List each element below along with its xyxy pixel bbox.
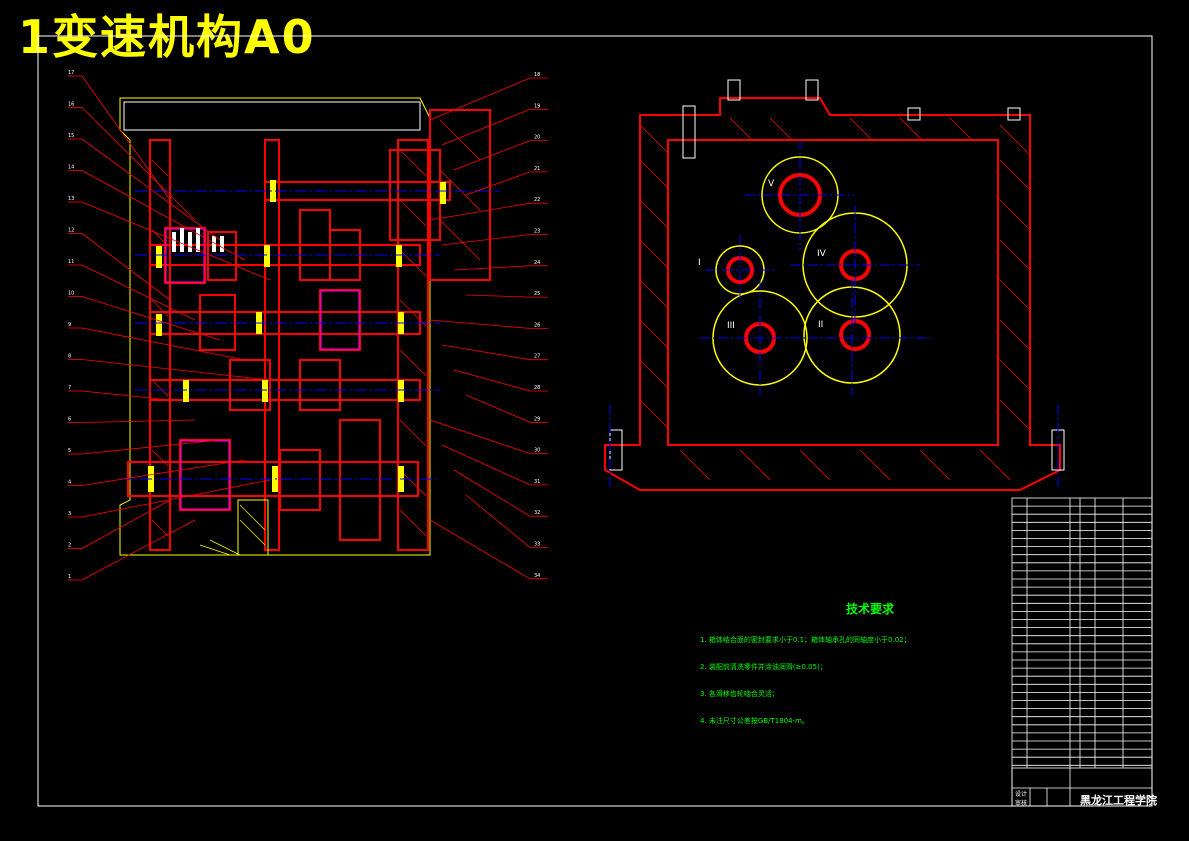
callout-number: 12 <box>68 228 74 234</box>
callout-number: 34 <box>534 573 540 579</box>
callout-number: 25 <box>534 291 540 297</box>
callout-number: 13 <box>68 196 74 202</box>
callout-number: 19 <box>534 103 540 109</box>
callout-number: 27 <box>534 354 540 360</box>
leader-line <box>81 233 171 301</box>
right-callouts: 18 19 20 21 22 23 24 25 26 27 28 29 30 31 32 33 34 <box>429 72 548 580</box>
technical-requirements: 技术要求 1. 箱体结合面的密封要求小于0.1；箱体轴承孔的同轴度小于0.02；… <box>700 600 1000 743</box>
shaft-label-v: V <box>768 179 775 189</box>
tech-item: 3. 各滑移齿轮啮合灵活； <box>700 690 779 698</box>
leader-line <box>465 494 531 548</box>
leader-line <box>453 469 531 517</box>
designer-label: 设计 <box>1015 791 1028 798</box>
shaft-label-iv: IV <box>817 249 827 259</box>
tech-item: 4. 未注尺寸公差按GB/T1804-m。 <box>700 717 809 725</box>
callout-number: 14 <box>68 165 74 171</box>
leader-line <box>81 359 271 381</box>
housing-outline <box>119 97 431 556</box>
leader-line <box>465 294 531 298</box>
leader-line <box>429 202 531 221</box>
leader-line <box>441 108 531 146</box>
leader-line <box>81 201 271 281</box>
leader-line <box>81 170 246 261</box>
leader-line <box>81 419 196 423</box>
tech-item: 2. 装配前清洗零件并涂油润滑(≥0.05)； <box>700 663 827 671</box>
housing-end-view <box>604 79 1065 491</box>
callout-number: 10 <box>68 291 74 297</box>
callout-number: 28 <box>534 385 540 391</box>
shaft-labels: V I IV III II <box>698 179 827 331</box>
leader-line <box>453 140 531 171</box>
leader-line <box>465 171 531 196</box>
callout-number: 33 <box>534 542 540 548</box>
callout-number: 1 <box>68 574 71 580</box>
leader-line <box>441 234 531 246</box>
callout-number: 3 <box>68 511 71 517</box>
review-label: 审核 <box>1015 800 1028 807</box>
callout-number: 32 <box>534 510 540 516</box>
bearings <box>148 180 446 492</box>
callout-number: 21 <box>534 166 540 172</box>
leader-line <box>81 519 196 581</box>
shaft-label-ii: II <box>818 320 823 330</box>
leader-line <box>81 75 171 201</box>
leader-line <box>441 344 531 361</box>
callout-number: 8 <box>68 354 71 360</box>
tech-heading: 技术要求 <box>845 602 894 616</box>
leader-line <box>453 265 531 271</box>
leader-line <box>81 479 271 518</box>
callout-number: 31 <box>534 479 540 485</box>
shaft-label-i: I <box>698 258 701 268</box>
end-view-gears <box>712 156 908 386</box>
callout-number: 30 <box>534 448 540 454</box>
drawing-title: 1变速机构A0 <box>18 10 316 64</box>
leader-line <box>429 77 531 121</box>
centerlines <box>120 190 500 480</box>
callout-number: 22 <box>534 197 540 203</box>
parts-list-table <box>1011 497 1153 807</box>
gearbox-section-view <box>119 97 500 556</box>
leader-line <box>81 327 246 361</box>
callout-number: 23 <box>534 229 540 235</box>
leader-line <box>429 519 531 580</box>
leader-line <box>81 138 221 241</box>
callout-number: 4 <box>68 480 71 486</box>
callout-number: 29 <box>534 416 540 422</box>
leader-line <box>81 499 171 549</box>
leader-line <box>81 459 246 486</box>
callout-number: 24 <box>534 260 540 266</box>
tech-item: 1. 箱体结合面的密封要求小于0.1；箱体轴承孔的同轴度小于0.02； <box>700 636 911 644</box>
callout-number: 2 <box>68 543 71 549</box>
leader-line <box>429 319 531 329</box>
left-callouts: 17 16 15 14 13 12 11 10 9 8 7 6 5 4 3 2 1 <box>68 70 271 581</box>
leader-line <box>453 369 531 392</box>
sheet-border <box>37 35 1153 807</box>
callout-number: 5 <box>68 448 71 454</box>
leader-line <box>441 444 531 486</box>
leader-line <box>81 296 221 341</box>
callout-number: 7 <box>68 385 71 391</box>
leader-line <box>81 107 196 221</box>
callout-number: 11 <box>68 259 74 265</box>
callout-number: 26 <box>534 322 540 328</box>
callout-number: 6 <box>68 417 71 423</box>
leader-line <box>429 419 531 454</box>
callout-number: 9 <box>68 322 71 328</box>
school-name: 黑龙江工程学院 <box>1080 794 1157 807</box>
housing-hatching <box>639 117 1029 481</box>
shaft-label-iii: III <box>727 321 735 331</box>
callout-number: 16 <box>68 102 74 108</box>
callout-number: 15 <box>68 133 74 139</box>
callout-number: 18 <box>534 72 540 78</box>
leader-line <box>81 390 171 401</box>
leader-line <box>81 264 196 321</box>
callout-number: 20 <box>534 135 540 141</box>
housing-body <box>604 97 1061 491</box>
callout-number: 17 <box>68 70 74 76</box>
leader-line <box>465 394 531 423</box>
leader-line <box>81 439 221 455</box>
